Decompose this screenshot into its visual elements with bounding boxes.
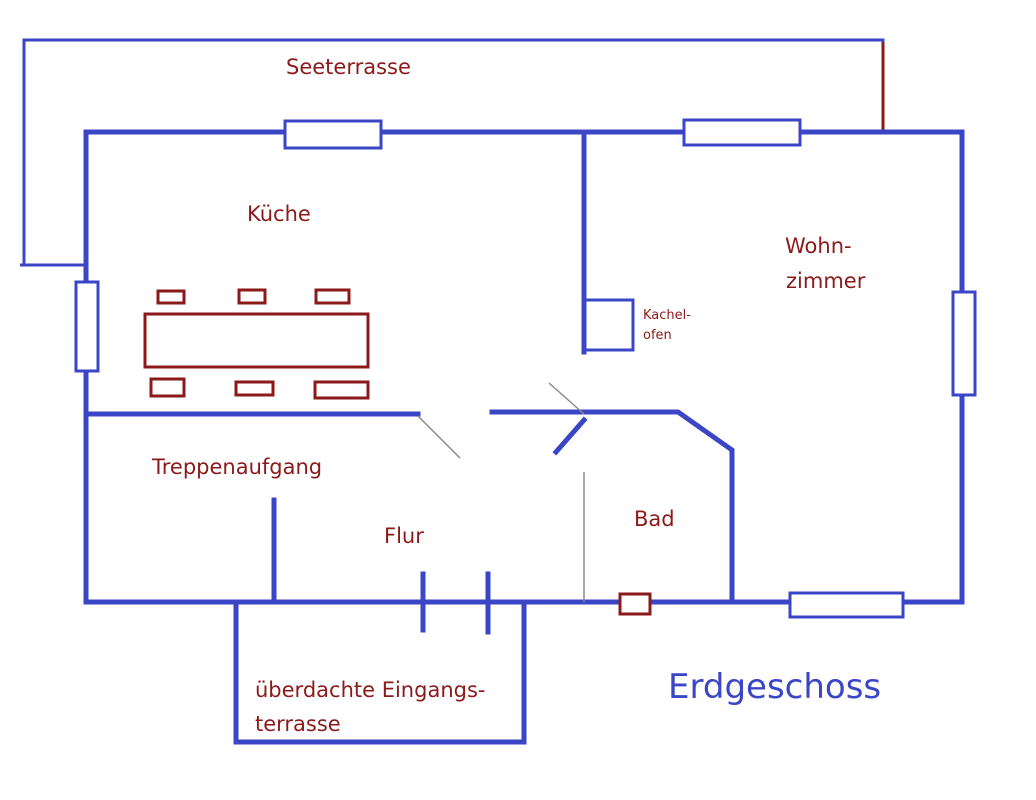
dining-table bbox=[143, 312, 370, 369]
chair bbox=[156, 289, 186, 305]
label-bad: Bad bbox=[634, 507, 675, 531]
window-kueche-top bbox=[283, 119, 383, 150]
label-seeterrasse: Seeterrasse bbox=[286, 55, 411, 79]
label-wohnzimmer-line2: zimmer bbox=[786, 269, 866, 293]
plan-title: Erdgeschoss bbox=[668, 667, 881, 707]
label-treppenaufgang: Treppenaufgang bbox=[151, 455, 322, 479]
furniture bbox=[143, 288, 652, 616]
window-kueche-left bbox=[74, 280, 100, 373]
chair bbox=[237, 288, 267, 305]
label-wohnzimmer-line1: Wohn- bbox=[785, 234, 852, 258]
chair bbox=[149, 377, 186, 398]
chair bbox=[314, 288, 351, 305]
label-eingangsterrasse-line1: überdachte Eingangs- bbox=[255, 678, 485, 702]
door-swings bbox=[417, 382, 585, 459]
label-flur: Flur bbox=[384, 524, 424, 548]
bad-marker bbox=[618, 592, 652, 616]
seeterrasse-outline bbox=[20, 38, 885, 267]
label-eingangsterrasse-line2: terrasse bbox=[255, 712, 341, 736]
windows bbox=[74, 118, 977, 619]
window-wohnzimmer-right bbox=[951, 290, 977, 397]
interior-walls bbox=[83, 129, 735, 635]
chair bbox=[313, 380, 370, 400]
label-kachelofen-line2: ofen bbox=[643, 328, 672, 343]
window-wohnzimmer-bottom bbox=[788, 591, 905, 619]
eingangsterrasse-outline bbox=[233, 599, 527, 745]
label-kachelofen-line1: Kachel- bbox=[643, 308, 691, 323]
chair bbox=[234, 380, 275, 397]
label-kueche: Küche bbox=[247, 202, 311, 226]
window-wohnzimmer-top bbox=[682, 118, 802, 147]
